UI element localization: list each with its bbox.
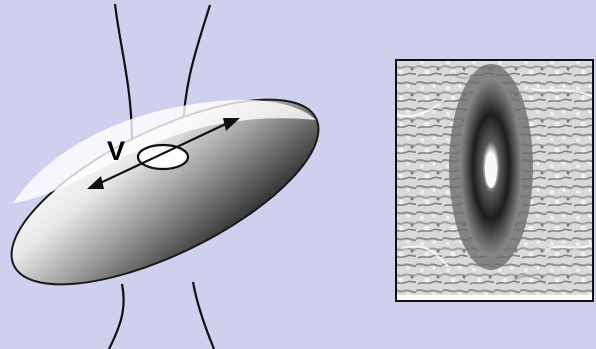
velocity-label: V	[107, 136, 125, 166]
bright-center	[485, 152, 497, 188]
lower-right-funnel-line	[193, 282, 214, 349]
central-hole	[138, 145, 188, 169]
inclined-disk	[0, 63, 343, 322]
right-observation-panel	[396, 60, 593, 301]
lower-left-funnel-line	[109, 284, 124, 349]
left-disk-diagram: V	[0, 4, 343, 349]
panel-bottom-strip	[397, 295, 592, 300]
